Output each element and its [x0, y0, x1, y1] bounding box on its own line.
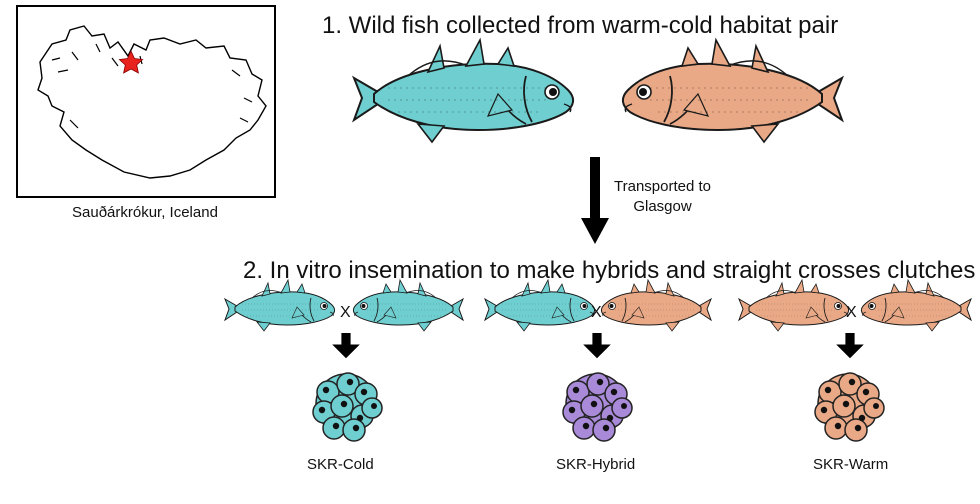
iceland-outline — [37, 25, 267, 179]
clutch-label-cold: SKR-Cold — [307, 456, 374, 473]
clutch-label-warm: SKR-Warm — [813, 456, 889, 473]
arrow-down-hybrid — [583, 333, 611, 359]
cross-hybrid-warm-icon — [600, 279, 712, 332]
egg-clutch-warm-icon — [814, 372, 885, 442]
step-2-title: 2. In vitro insemination to make hybrids… — [243, 257, 976, 284]
map-caption: Sauðárkrókur, Iceland — [72, 204, 218, 221]
transport-line-2: Glasgow — [633, 198, 692, 215]
cross-symbol-cold: X — [340, 304, 351, 321]
transport-label: Transported to Glasgow — [614, 177, 711, 217]
star-icon — [118, 50, 144, 74]
cross-symbol-warm: X — [846, 304, 857, 321]
transport-line-1: Transported to — [614, 178, 711, 195]
transport-arrow — [581, 157, 609, 244]
cross-cold-male-icon — [352, 279, 464, 332]
cold-fish-large-icon — [353, 39, 575, 143]
clutch-label-hybrid: SKR-Hybrid — [556, 456, 636, 473]
cross-cold-female-icon — [224, 279, 336, 332]
warm-fish-large-icon — [621, 39, 843, 143]
cross-symbol-hybrid: X — [591, 304, 602, 321]
step-1-title: 1. Wild fish collected from warm-cold ha… — [322, 12, 839, 39]
egg-clutch-cold-icon — [312, 372, 383, 442]
cross-hybrid-cold-icon — [484, 279, 596, 332]
egg-clutch-hybrid-icon — [562, 372, 633, 442]
arrow-down-cold — [332, 333, 360, 359]
arrow-down-warm — [836, 333, 864, 359]
cross-warm-male-icon — [860, 279, 972, 332]
cross-warm-female-icon — [738, 279, 850, 332]
